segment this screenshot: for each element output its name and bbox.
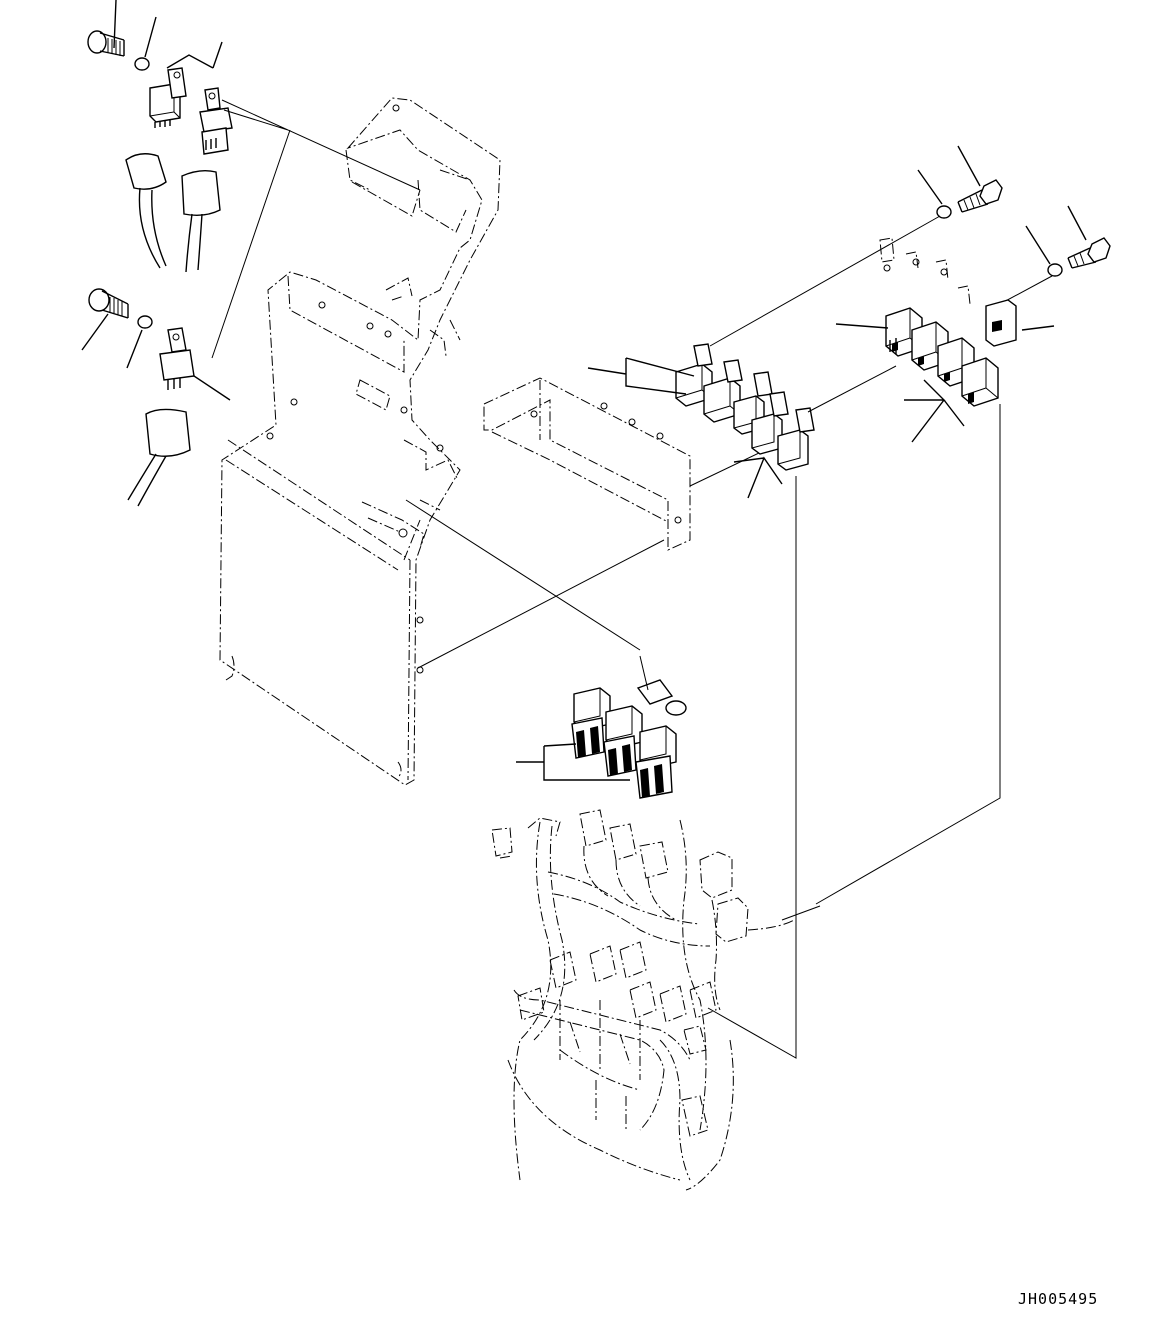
- relay-icon: [751, 391, 789, 455]
- grommet-icon: [636, 679, 674, 705]
- mid-left-relay-group: [81, 288, 231, 507]
- connector-icon: [125, 153, 167, 190]
- washer-icon: [137, 315, 153, 329]
- relay-bracket: [405, 377, 783, 669]
- lower-relay-cluster: [516, 655, 687, 799]
- relay-icon: [961, 357, 999, 407]
- relay-icon: [149, 67, 187, 128]
- bolt-icon: [88, 288, 129, 319]
- relay-icon: [199, 87, 233, 155]
- bolt-icon: [87, 30, 125, 57]
- relay-icon: [159, 327, 195, 390]
- bolt-icon: [1067, 237, 1111, 269]
- right-relay-cluster: [707, 145, 1111, 1059]
- mounting-panel: [219, 97, 501, 786]
- washer-icon: [936, 205, 952, 219]
- wiring-harness: [491, 809, 795, 1191]
- drawing-code-label: JH005495: [1018, 1290, 1098, 1308]
- connector-icon: [181, 169, 221, 217]
- washer-icon: [134, 57, 150, 71]
- relay-icon: [603, 705, 643, 777]
- relay-icon: [635, 725, 677, 799]
- connector-icon: [145, 408, 191, 457]
- relay-icon: [571, 687, 611, 759]
- top-left-relay-group: [87, 0, 233, 273]
- ring-terminal-icon: [665, 700, 687, 716]
- bracket-relays: [587, 343, 815, 499]
- relay-icon: [985, 299, 1017, 347]
- bolt-icon: [957, 179, 1003, 213]
- washer-icon: [1047, 263, 1063, 277]
- relay-icon: [777, 407, 815, 471]
